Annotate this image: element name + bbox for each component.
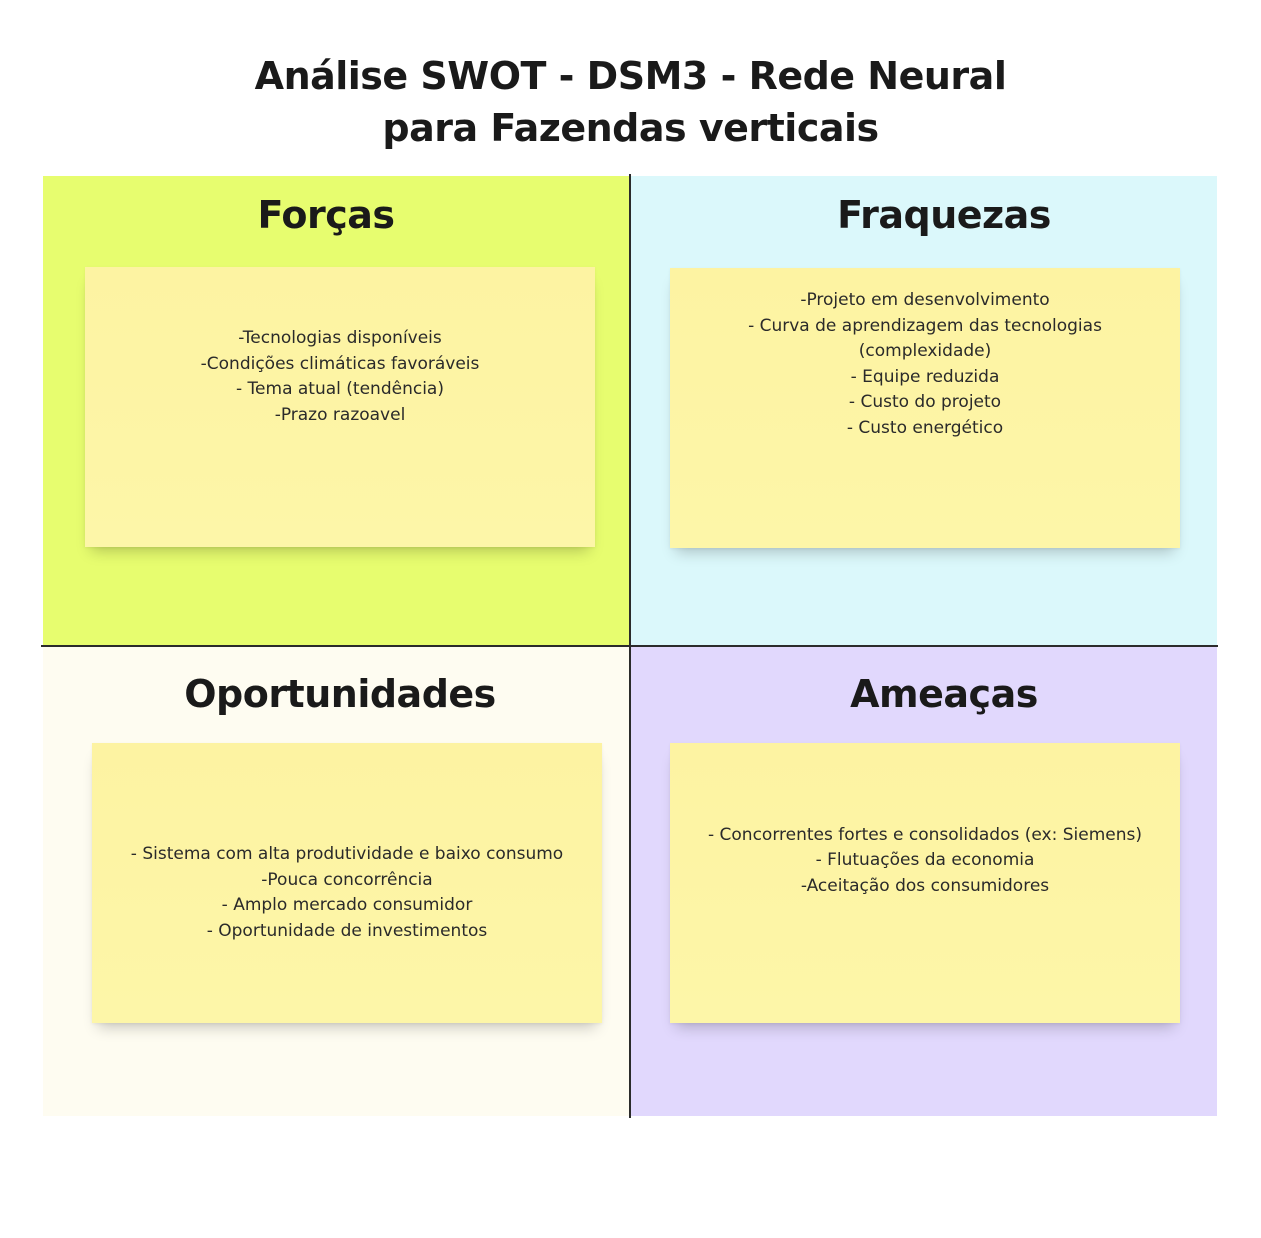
horizontal-divider <box>41 645 1218 647</box>
forcas-item: -Tecnologias disponíveis <box>238 328 442 348</box>
page-title: Análise SWOT - DSM3 - Rede Neural para F… <box>0 50 1261 154</box>
sticky-note-ameacas[interactable]: - Concorrentes fortes e consolidados (ex… <box>670 743 1180 1023</box>
fraquezas-item: - Custo do projeto <box>848 392 1002 412</box>
forcas-item: - Tema atual (tendência) <box>236 379 444 399</box>
oportunidades-item: - Sistema com alta produtividade e baixo… <box>130 844 564 864</box>
ameacas-item: - Flutuações da economia <box>815 850 1035 871</box>
oportunidades-item: -Pouca concorrência <box>261 869 433 890</box>
quadrant-title-ameacas: Ameaças <box>850 672 1038 716</box>
fraquezas-item: - Custo energético <box>846 417 1004 438</box>
forcas-item: -Condições climáticas favoráveis <box>200 353 480 374</box>
ameacas-item: -Aceitação dos consumidores <box>800 875 1050 896</box>
ameacas-item: - Concorrentes fortes e consolidados (ex… <box>707 824 1142 845</box>
oportunidades-item: - Amplo mercado consumidor <box>221 895 473 915</box>
fraquezas-item: -Projeto em desenvolvimento <box>800 290 1050 310</box>
sticky-note-forcas[interactable]: -Tecnologias disponíveis -Condições clim… <box>85 267 595 547</box>
oportunidades-item: - Oportunidade de investimentos <box>206 920 488 941</box>
sticky-note-oportunidades[interactable]: - Sistema com alta produtividade e baixo… <box>92 743 602 1023</box>
quadrant-title-oportunidades: Oportunidades <box>184 672 496 716</box>
title-line-1: Análise SWOT - DSM3 - Rede Neural <box>254 54 1007 98</box>
quadrant-title-fraquezas: Fraquezas <box>837 193 1051 237</box>
forcas-item: -Prazo razoavel <box>274 404 406 425</box>
title-line-2: para Fazendas verticais <box>382 106 879 150</box>
fraquezas-item: - Equipe reduzida <box>850 366 1000 387</box>
quadrant-title-forcas: Forças <box>257 193 395 237</box>
fraquezas-item: (complexidade) <box>858 341 992 361</box>
sticky-note-fraquezas[interactable]: -Projeto em desenvolvimento - Curva de a… <box>670 268 1180 548</box>
fraquezas-item: - Curva de aprendizagem das tecnologias <box>748 315 1102 336</box>
